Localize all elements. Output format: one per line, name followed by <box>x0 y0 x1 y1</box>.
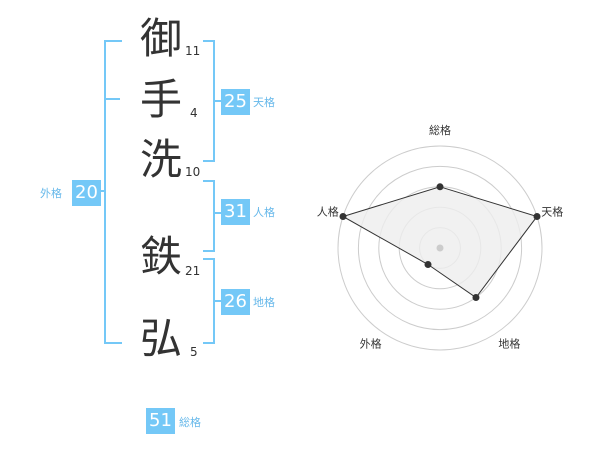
kanji-3: 洗 <box>139 135 182 184</box>
chikaku-label: 地格 <box>253 296 275 309</box>
gaikaku-bracket <box>104 40 122 344</box>
radar-series-polygon <box>341 186 538 299</box>
radar-grid-ring <box>357 165 523 331</box>
soukaku-value-badge: 51 <box>146 408 175 434</box>
kanji-4: 鉄 <box>139 232 182 281</box>
jinkaku-label: 人格 <box>253 206 275 219</box>
gaikaku-label: 外格 <box>40 187 62 200</box>
stroke-count-2: 4 <box>190 106 198 120</box>
stroke-count-3: 10 <box>185 165 201 179</box>
stroke-count-5: 5 <box>190 345 198 359</box>
kanji-1: 御 <box>139 14 182 63</box>
jinkaku-bracket <box>203 180 215 252</box>
kanji-5: 弘 <box>139 314 182 363</box>
tenkaku-connector <box>213 100 221 102</box>
radar-axis-label-3: 地格 <box>498 336 520 350</box>
radar-point-5 <box>339 212 347 220</box>
gaikaku-value-badge: 20 <box>72 180 101 206</box>
tenkaku-label: 天格 <box>253 96 275 109</box>
radar-center-dot <box>436 244 444 252</box>
chikaku-connector <box>213 300 221 302</box>
kanji-2: 手 <box>139 75 182 124</box>
radar-axis-label-5: 人格 <box>317 205 339 219</box>
stroke-count-4: 21 <box>185 264 201 278</box>
tenkaku-value-badge: 25 <box>221 89 250 115</box>
jinkaku-value-badge: 31 <box>221 199 250 225</box>
jinkaku-connector <box>213 212 221 214</box>
radar-grid-ring <box>337 145 543 351</box>
radar-point-4 <box>424 261 432 269</box>
soukaku-label: 総格 <box>179 416 201 429</box>
chikaku-value-badge: 26 <box>221 289 250 315</box>
radar-axis-label-4: 外格 <box>360 336 382 350</box>
radar-axis-label-1: 総格 <box>429 123 451 137</box>
radar-axis-label-2: 天格 <box>541 205 563 219</box>
gaikaku-connector <box>98 190 106 192</box>
radar-point-1 <box>436 183 444 191</box>
stroke-count-1: 11 <box>185 44 201 58</box>
radar-point-3 <box>472 294 480 302</box>
gaikaku-bracket-tick <box>104 98 120 100</box>
radar-point-2 <box>533 212 541 220</box>
